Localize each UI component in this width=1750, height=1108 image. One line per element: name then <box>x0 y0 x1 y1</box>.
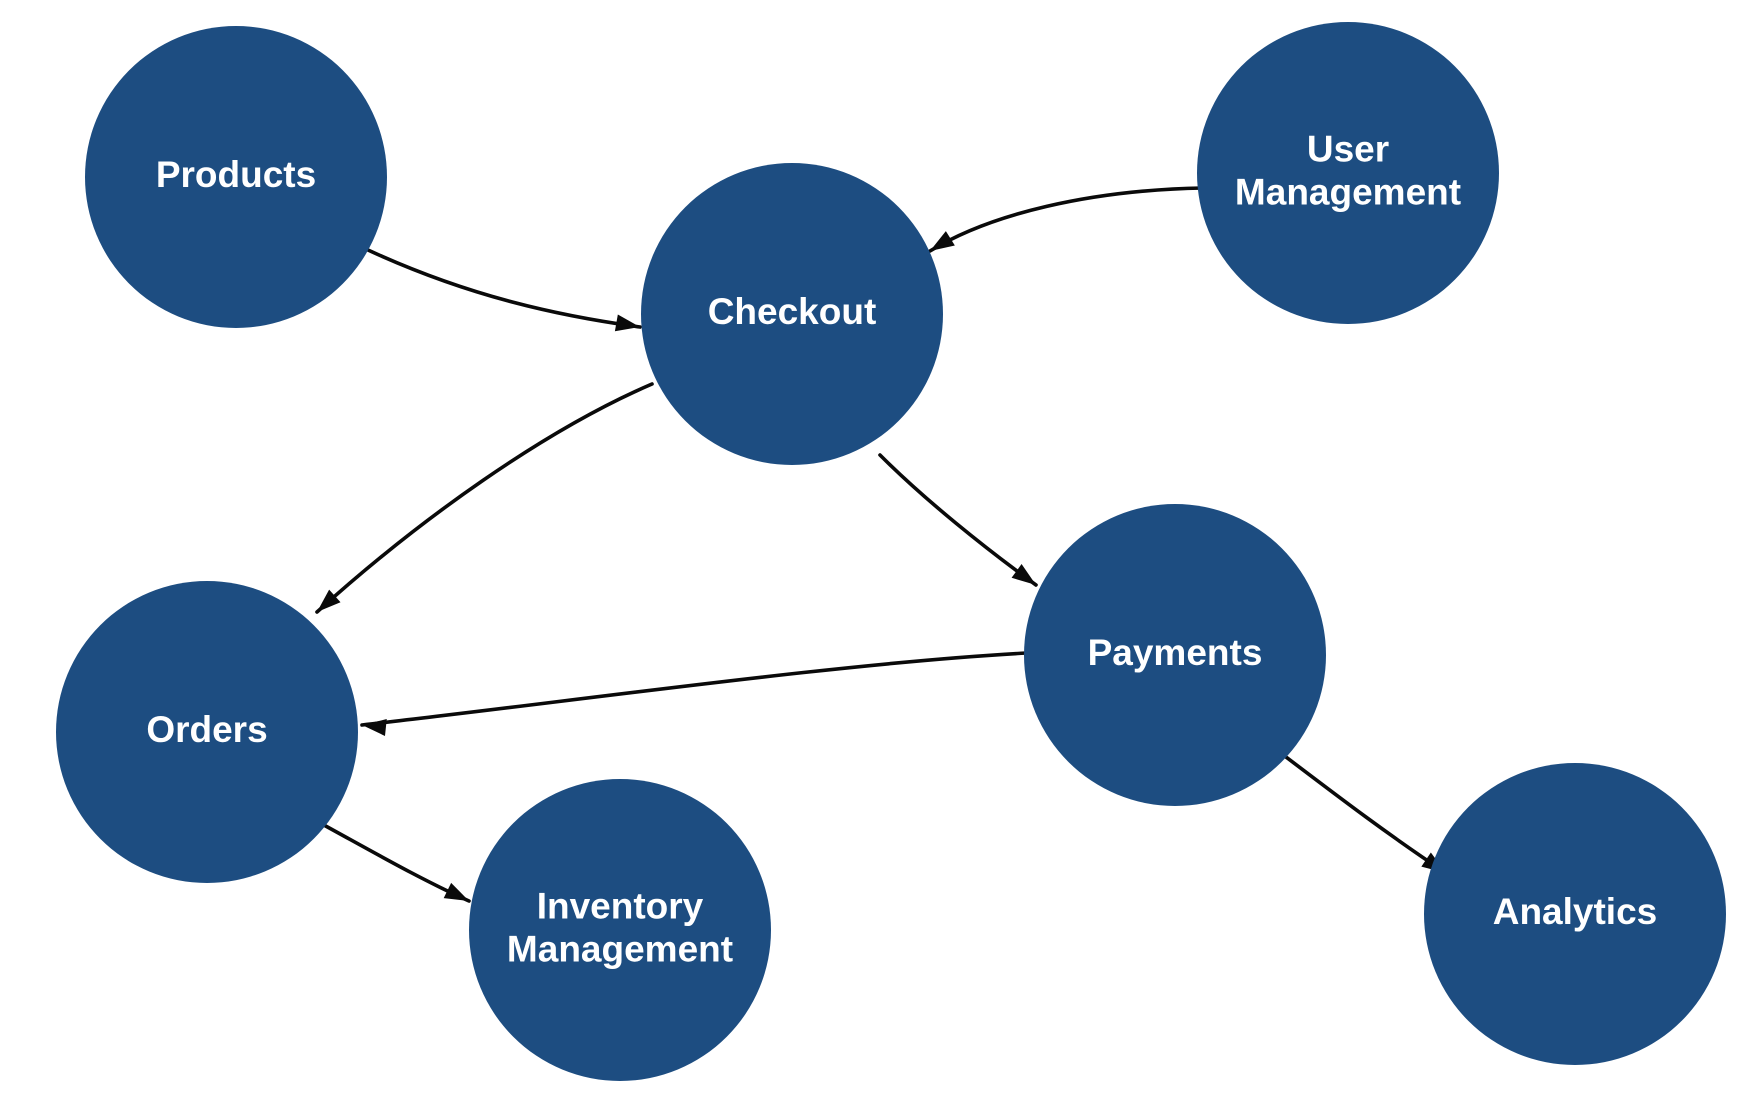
edge-payments-analytics <box>1284 755 1448 875</box>
edge-payments-orders <box>360 651 1029 736</box>
arrowhead-icon <box>443 882 469 901</box>
node-orders[interactable]: Orders <box>56 581 358 883</box>
edge-line <box>315 382 654 614</box>
node-checkout[interactable]: Checkout <box>641 163 943 465</box>
arrowhead-icon <box>930 231 955 251</box>
edge-line <box>928 186 1205 253</box>
node-shape[interactable] <box>1024 504 1326 806</box>
edge-line <box>366 248 642 329</box>
edge-products-checkout <box>366 248 642 332</box>
edge-line <box>320 822 471 903</box>
node-shape[interactable] <box>1197 22 1499 324</box>
node-payments[interactable]: Payments <box>1024 504 1326 806</box>
node-shape[interactable] <box>85 26 387 328</box>
node-products[interactable]: Products <box>85 26 387 328</box>
edge-checkout-payments <box>878 453 1038 587</box>
node-shape[interactable] <box>56 581 358 883</box>
arrowhead-icon <box>1011 564 1036 585</box>
node-shape[interactable] <box>641 163 943 465</box>
edge-line <box>1284 755 1448 875</box>
node-analytics[interactable]: Analytics <box>1424 763 1726 1065</box>
edge-usermgmt-checkout <box>928 186 1205 253</box>
node-shape[interactable] <box>1424 763 1726 1065</box>
edge-line <box>360 651 1029 727</box>
edge-checkout-orders <box>315 382 654 614</box>
arrowhead-icon <box>614 314 640 332</box>
node-shape[interactable] <box>469 779 771 1081</box>
arrowhead-icon <box>317 589 341 612</box>
arrowhead-icon <box>362 719 387 736</box>
edge-line <box>878 453 1038 587</box>
edge-orders-inventory <box>320 822 471 903</box>
